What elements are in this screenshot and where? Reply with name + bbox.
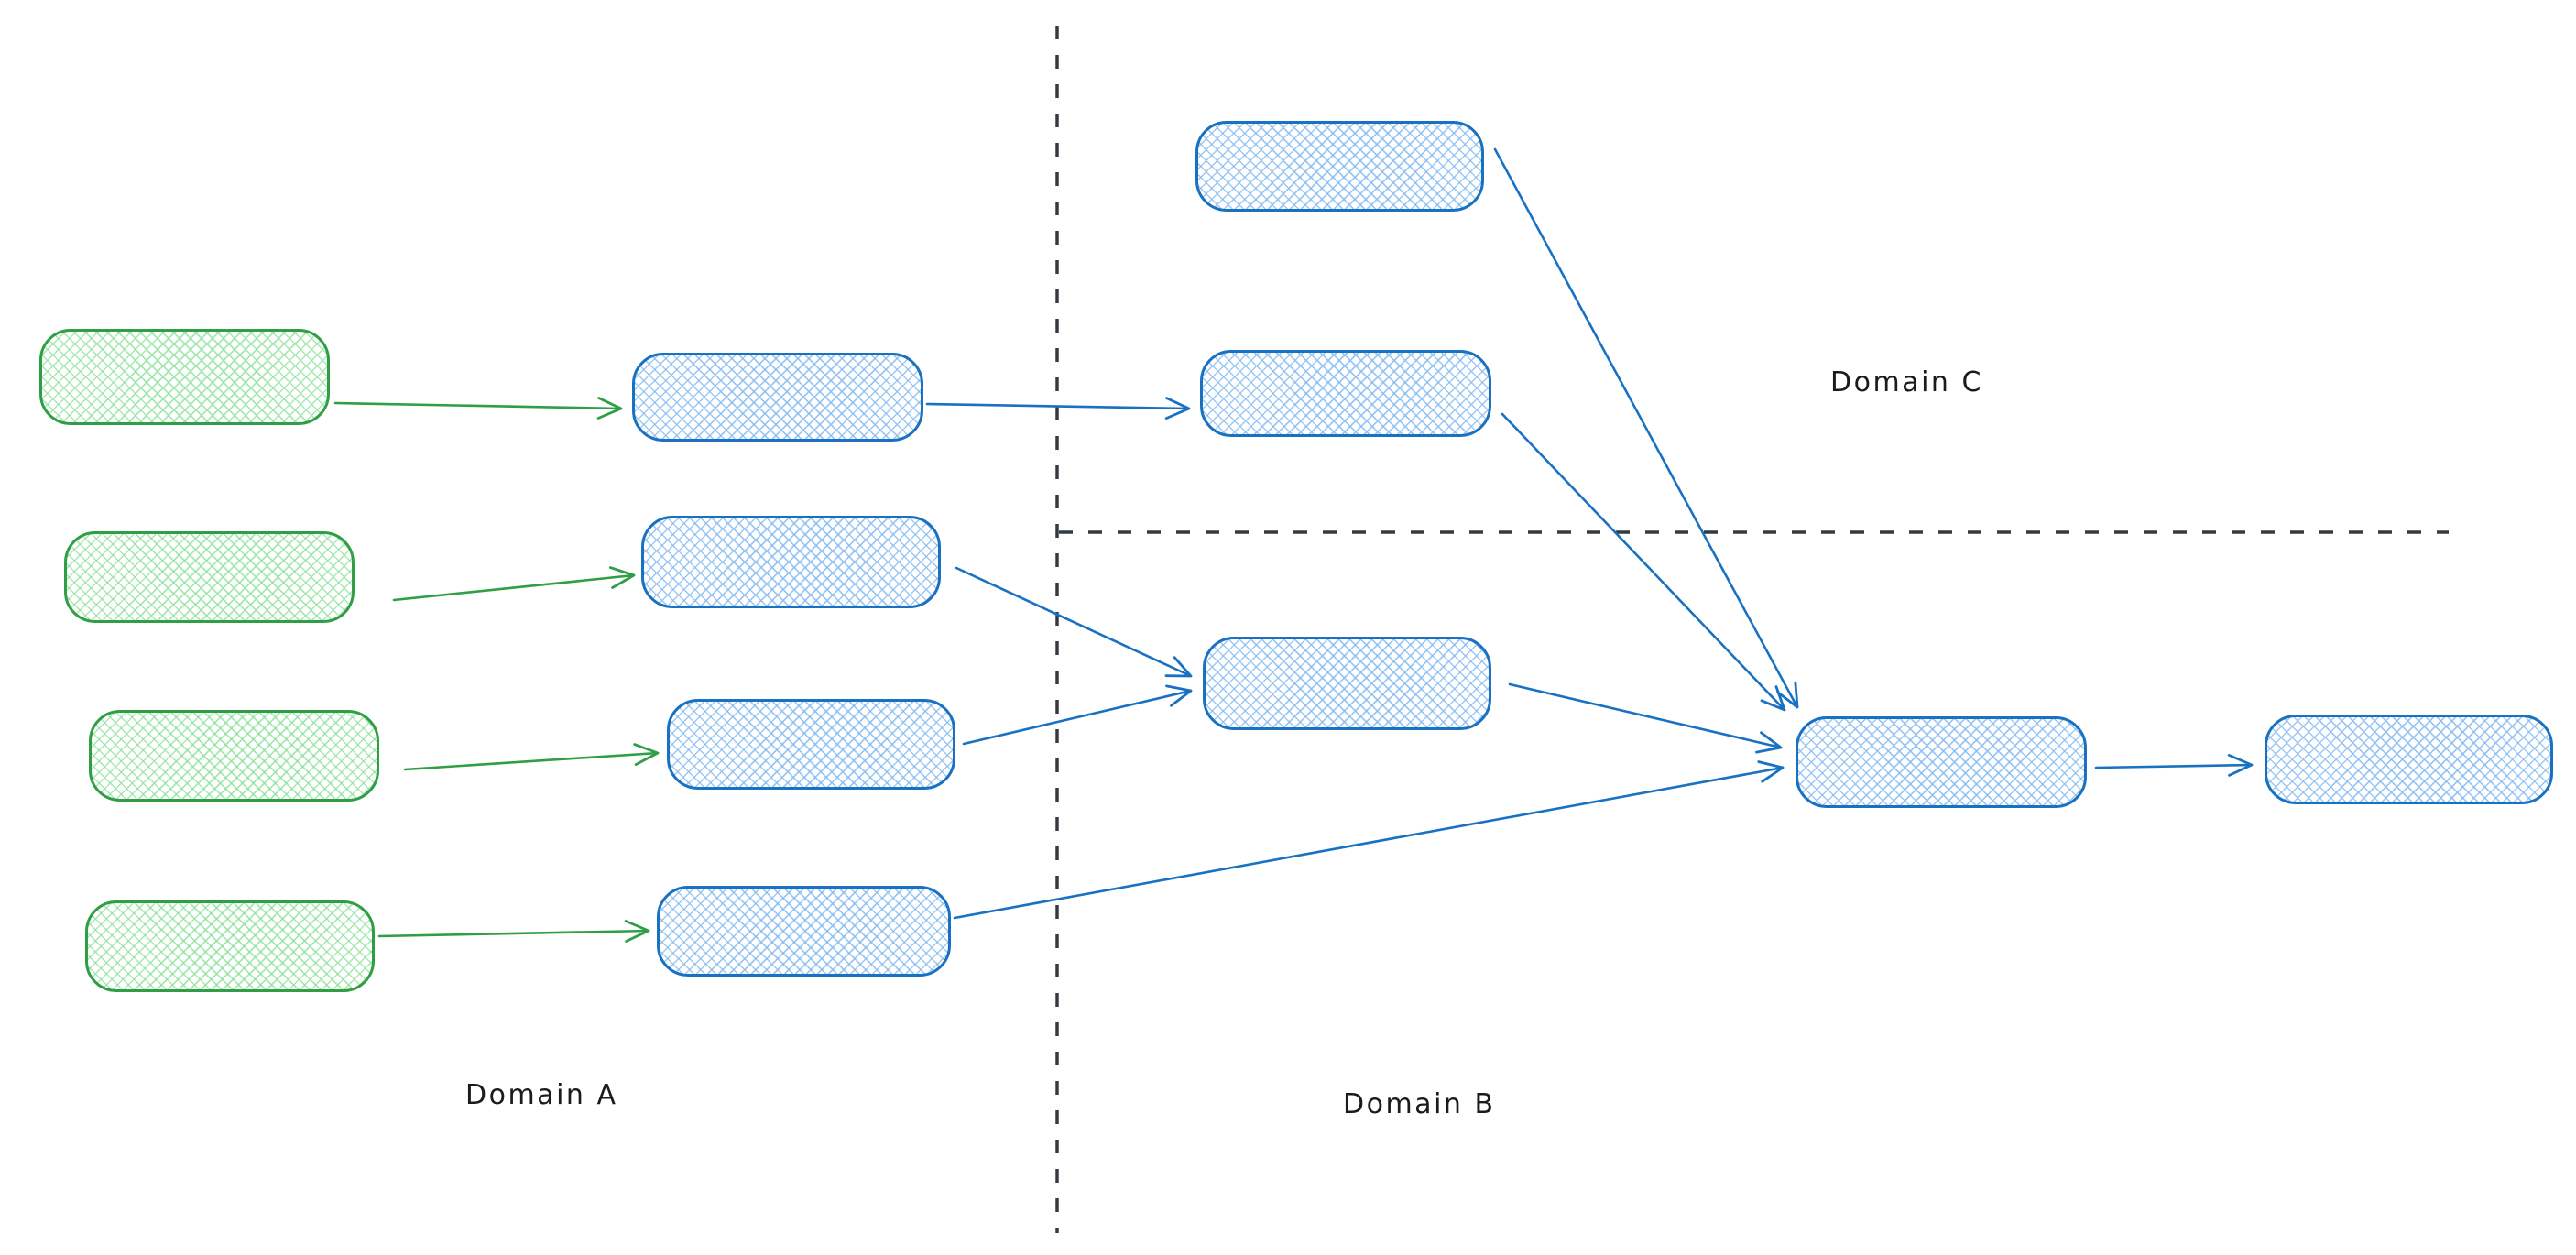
arrow-input4-to-process4[interactable]	[377, 920, 650, 943]
domain-a-input-box-1[interactable]	[39, 329, 330, 425]
arrow-clower-to-hub[interactable]	[1501, 412, 1786, 712]
domain-c-label[interactable]: Domain C	[1830, 366, 1983, 398]
domain-b-box-merge[interactable]	[1203, 637, 1491, 730]
arrow-process1-to-clower[interactable]	[925, 397, 1191, 420]
arrow-ctop-to-hub[interactable]	[1493, 147, 1799, 709]
arrow-process3-to-merge[interactable]	[962, 684, 1193, 746]
arrow-input3-to-process3[interactable]	[403, 743, 660, 771]
domain-a-input-box-4[interactable]	[85, 900, 375, 992]
arrow-process4-to-hub[interactable]	[953, 760, 1785, 920]
domain-c-box-top[interactable]	[1195, 121, 1484, 212]
domain-a-process-box-2[interactable]	[641, 516, 941, 608]
arrow-input1-to-process1[interactable]	[333, 397, 623, 420]
domain-a-label[interactable]: Domain A	[465, 1079, 618, 1111]
domain-c-box-lower[interactable]	[1200, 350, 1491, 437]
domain-b-label[interactable]: Domain B	[1343, 1088, 1496, 1120]
arrow-input2-to-process2[interactable]	[392, 566, 636, 602]
domain-b-box-hub[interactable]	[1796, 716, 2087, 808]
arrow-process2-to-merge[interactable]	[955, 566, 1193, 678]
domain-a-input-box-3[interactable]	[89, 710, 379, 802]
arrow-hub-to-output[interactable]	[2094, 754, 2254, 777]
domain-a-input-box-2[interactable]	[64, 531, 355, 623]
domain-b-box-output[interactable]	[2265, 715, 2553, 804]
arrow-merge-to-hub[interactable]	[1508, 682, 1783, 754]
domain-a-process-box-4[interactable]	[657, 886, 951, 977]
domain-a-process-box-1[interactable]	[632, 353, 923, 442]
domain-a-process-box-3[interactable]	[667, 699, 955, 790]
